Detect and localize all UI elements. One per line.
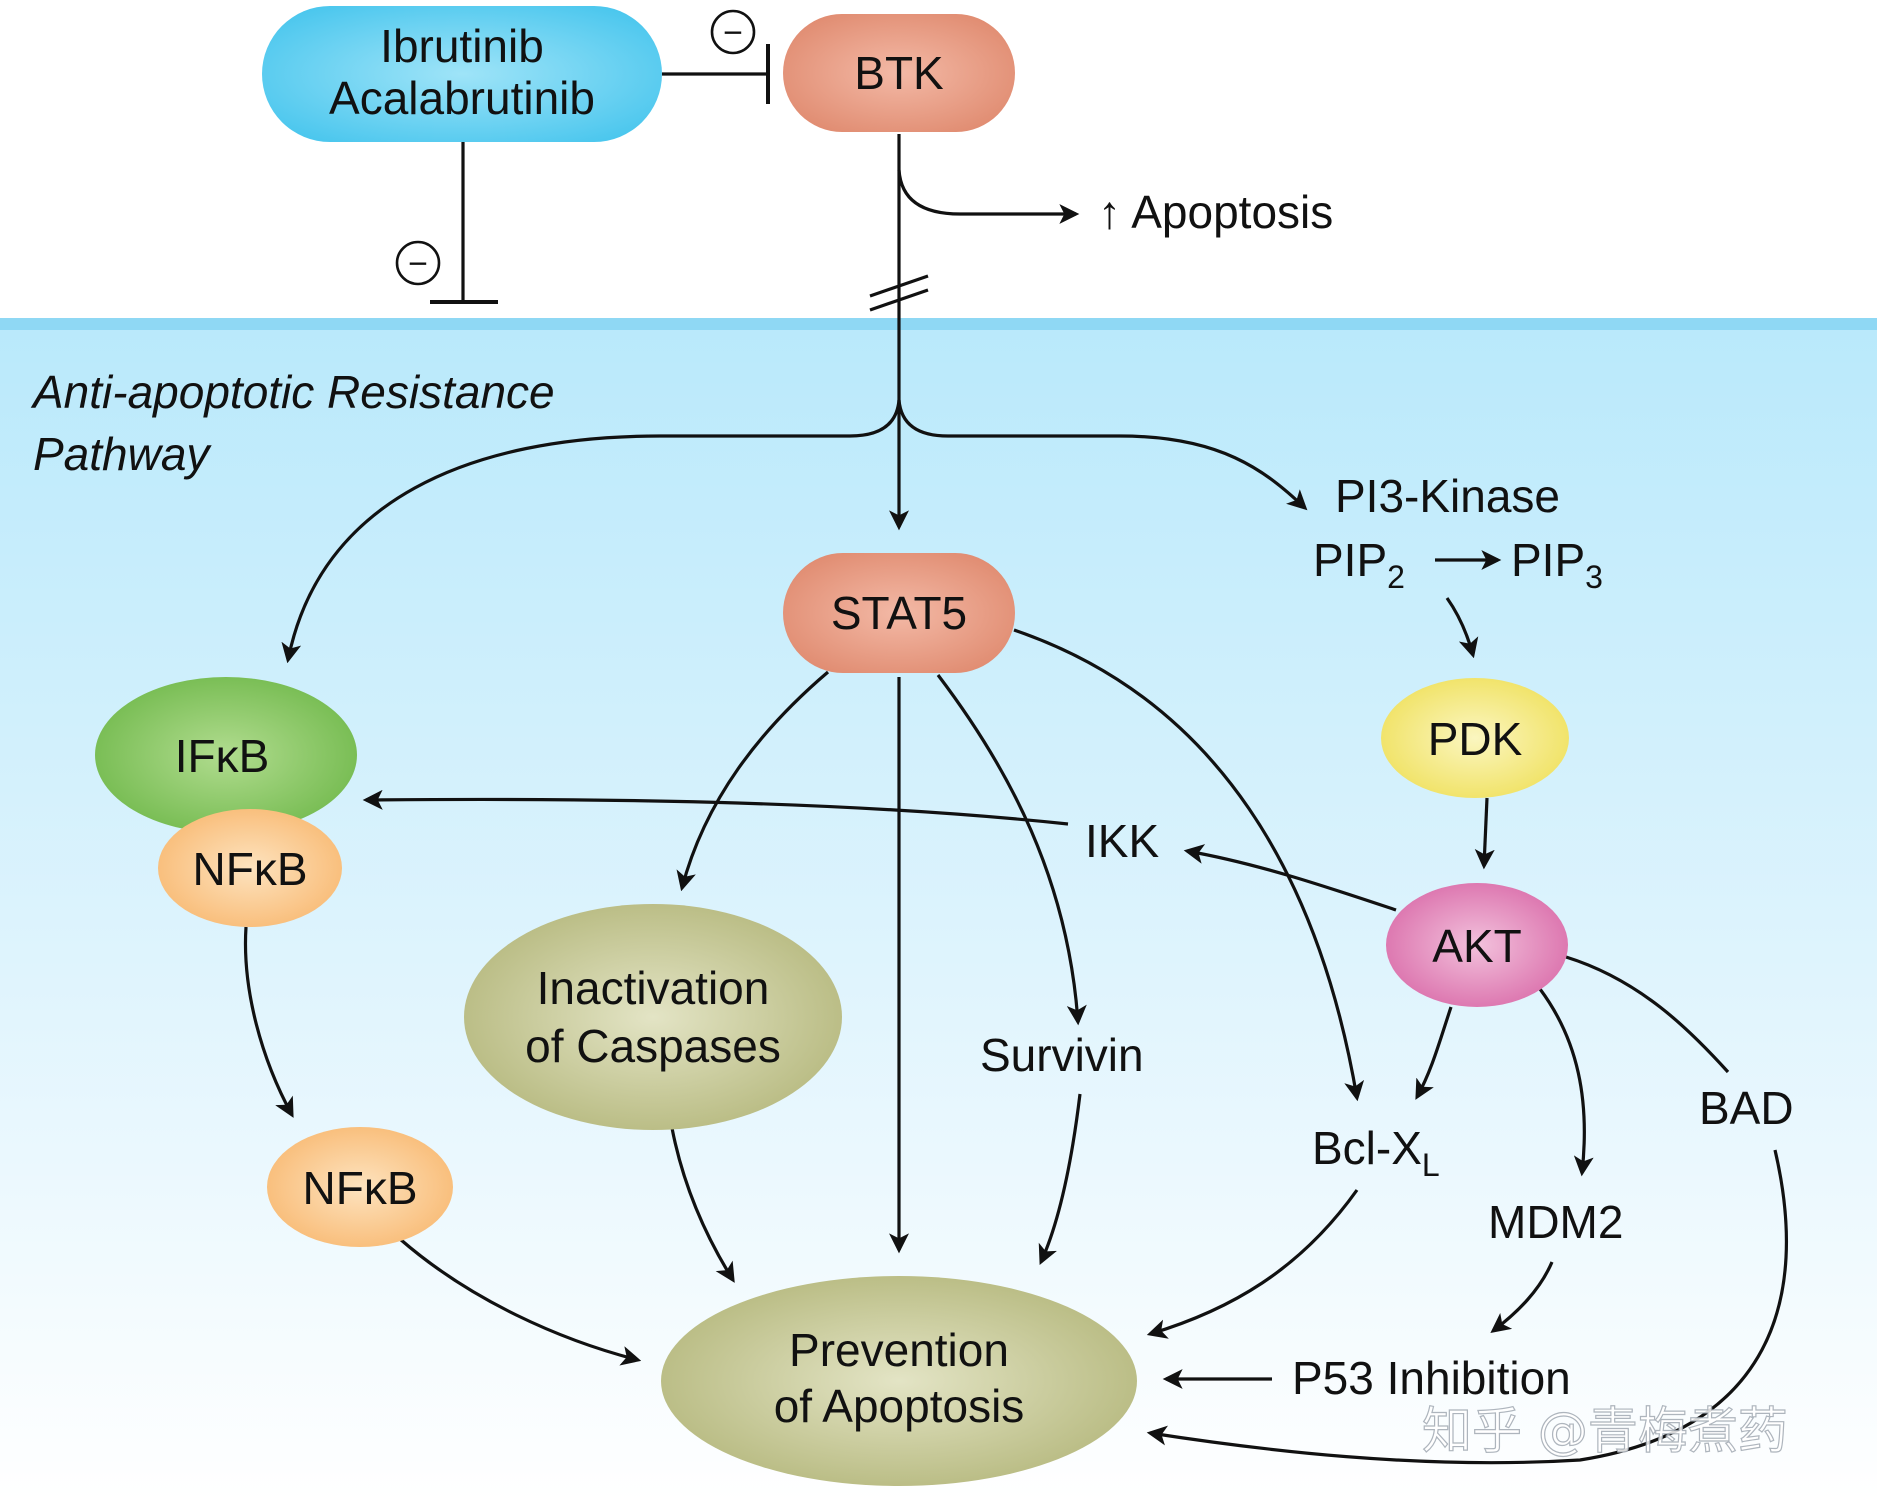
edge-akt-to-bad <box>1565 955 1730 1074</box>
label-pip2-main: PIP <box>1313 534 1387 586</box>
edge-akt-to-ikk <box>1183 844 1397 912</box>
edge-bclxl-to-prevention <box>1146 1189 1359 1339</box>
node-prevention-shape <box>661 1276 1137 1486</box>
region-label-line2: Pathway <box>33 428 212 480</box>
break-mark-2 <box>869 288 929 312</box>
node-drugs: Ibrutinib Acalabrutinib <box>262 6 662 142</box>
inhibition-minus-pathway: − <box>408 245 428 283</box>
node-caspases-label-line1: Inactivation <box>537 962 770 1014</box>
node-akt-label: AKT <box>1432 920 1521 972</box>
edge-trunk-to-pi3k <box>897 399 1308 511</box>
label-mdm2: MDM2 <box>1488 1196 1623 1248</box>
edge-bad-to-prevention <box>1146 1149 1788 1465</box>
inhibition-symbol-pathway: − <box>395 240 441 286</box>
label-pi3k: PI3-Kinase <box>1335 470 1560 522</box>
node-caspases: Inactivation of Caspases <box>464 904 842 1130</box>
node-btk-shape <box>783 14 1015 132</box>
node-ifkb-shape <box>95 677 357 833</box>
node-stat5-label: STAT5 <box>831 587 967 639</box>
edge-pi3k-to-pdk <box>1445 597 1479 659</box>
edge-nfkb-to-prevention <box>398 1237 642 1366</box>
node-caspases-shape <box>464 904 842 1130</box>
edge-btk-to-apoptosis <box>897 169 1080 224</box>
edge-akt-to-mdm2 <box>1538 988 1594 1177</box>
label-survivin: Survivin <box>980 1029 1144 1081</box>
node-drugs-shape <box>262 6 662 142</box>
edge-stat5-to-survivin <box>936 674 1087 1026</box>
node-stat5-shape <box>783 553 1015 673</box>
node-pdk-shape <box>1381 678 1569 798</box>
node-nfkb-top-shape <box>158 809 342 927</box>
node-btk: BTK <box>783 14 1015 132</box>
inhibition-minus-btk: − <box>723 14 743 52</box>
node-btk-label: BTK <box>854 47 944 99</box>
label-pip3: PIP3 <box>1511 534 1603 595</box>
node-nfkb-top: NFκB <box>158 809 342 927</box>
node-nfkb-bottom-label: NFκB <box>303 1162 418 1214</box>
node-stat5: STAT5 <box>783 553 1015 673</box>
label-apoptosis: ↑ Apoptosis <box>1098 186 1333 238</box>
label-pip2: PIP2 <box>1313 534 1405 595</box>
region-label-line1: Anti-apoptotic Resistance <box>30 366 555 418</box>
label-bclxl-main: Bcl-X <box>1312 1122 1422 1174</box>
edge-survivin-to-prevention <box>1038 1093 1082 1266</box>
edge-pdk-to-akt <box>1474 797 1495 870</box>
node-drugs-label-line1: Ibrutinib <box>380 20 544 72</box>
node-drugs-label-line2: Acalabrutinib <box>329 72 595 124</box>
label-ikk: IKK <box>1085 815 1159 867</box>
edge-stat5-to-caspases <box>676 670 830 892</box>
edge-caspases-to-prevention <box>670 1127 735 1283</box>
node-akt: AKT <box>1386 883 1568 1007</box>
node-nfkb-top-label: NFκB <box>193 843 308 895</box>
pathway-region-border <box>0 318 1877 330</box>
node-nfkb-bottom: NFκB <box>267 1127 453 1247</box>
label-bclxl: Bcl-XL <box>1312 1122 1440 1183</box>
node-nfkb-bottom-shape <box>267 1127 453 1247</box>
node-akt-shape <box>1386 883 1568 1007</box>
label-bclxl-sub: L <box>1422 1147 1440 1183</box>
edge-stat5-to-bclxl <box>1013 628 1365 1102</box>
node-prevention-label-line1: Prevention <box>789 1324 1009 1376</box>
break-mark-1 <box>869 274 929 298</box>
edge-ikk-to-ifkb <box>362 789 1069 826</box>
edge-trunk-to-ifkb <box>281 399 901 664</box>
node-prevention: Prevention of Apoptosis <box>661 1276 1137 1486</box>
label-pip3-main: PIP <box>1511 534 1585 586</box>
label-p53: P53 Inhibition <box>1292 1352 1571 1404</box>
node-pdk: PDK <box>1381 678 1569 798</box>
node-prevention-label-line2: of Apoptosis <box>774 1380 1025 1432</box>
inhibition-symbol-btk: − <box>710 9 756 55</box>
edge-akt-to-bclxl <box>1415 1006 1453 1100</box>
edge-nfkb-to-nfkb <box>243 926 294 1118</box>
label-pip2-sub: 2 <box>1387 559 1405 595</box>
node-ifkb-label: IFκB <box>175 730 270 782</box>
label-bad: BAD <box>1699 1082 1794 1134</box>
node-caspases-label-line2: of Caspases <box>525 1020 781 1072</box>
label-pip3-sub: 3 <box>1585 559 1603 595</box>
edge-mdm2-to-p53 <box>1490 1261 1554 1334</box>
node-ifkb: IFκB <box>95 677 357 833</box>
node-pdk-label: PDK <box>1428 713 1523 765</box>
watermark: 知乎 @青梅煮药 <box>1422 1402 1788 1460</box>
